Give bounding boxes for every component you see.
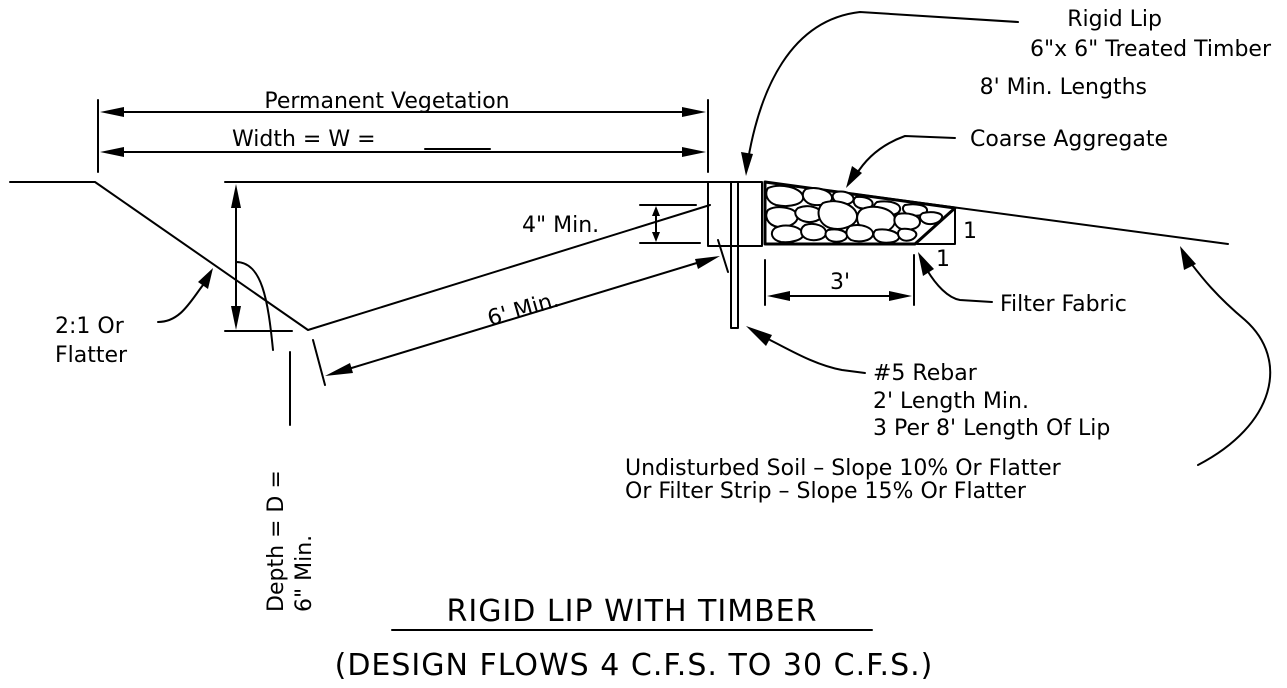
width-label: Width = W = — [232, 127, 376, 152]
depth-label: Depth = D = — [264, 470, 289, 612]
rigid-lip-leader — [747, 11, 1019, 161]
aggregate-leader — [855, 135, 956, 176]
six-foot-dimension — [312, 239, 729, 386]
soil-leader — [1189, 261, 1272, 466]
filter-fabric-leader — [926, 269, 993, 303]
slope-ratio-arrow — [198, 268, 213, 289]
rebar-label-1: #5 Rebar — [873, 361, 978, 386]
filter-fabric-label: Filter Fabric — [1000, 292, 1127, 317]
slope-ratio-label-1: 2:1 Or — [55, 314, 125, 339]
three-foot-label: 3' — [830, 270, 850, 295]
six-foot-label: 6' Min. — [485, 288, 562, 332]
aggregate-arrow — [846, 166, 862, 188]
diagram-subtitle: (DESIGN FLOWS 4 C.F.S. TO 30 C.F.S.) — [335, 648, 934, 683]
rigid-lip-label: Rigid Lip — [1067, 7, 1162, 32]
slope-one-horizontal: 1 — [936, 247, 950, 272]
rigid-lip-length-label: 8' Min. Lengths — [980, 75, 1147, 100]
permanent-vegetation-label: Permanent Vegetation — [264, 89, 509, 114]
aggregate-bed — [763, 180, 957, 246]
rigid-lip-arrow — [741, 152, 753, 176]
slope-marker — [916, 207, 956, 245]
diagram-title: RIGID LIP WITH TIMBER — [447, 594, 818, 629]
depth-dimension — [224, 184, 293, 426]
rebar-label-2: 2' Length Min. — [873, 389, 1029, 414]
timber — [707, 181, 763, 247]
filter-fabric-arrow — [918, 252, 934, 276]
coarse-aggregate-label: Coarse Aggregate — [970, 127, 1168, 152]
soil-label-2: Or Filter Strip – Slope 15% Or Flatter — [625, 479, 1027, 504]
slope-one-vertical: 1 — [963, 219, 977, 244]
slope-ratio-leader — [157, 284, 204, 323]
rebar — [730, 181, 739, 329]
rebar-arrow — [746, 326, 772, 346]
soil-label-1: Undisturbed Soil – Slope 10% Or Flatter — [625, 456, 1062, 481]
slope-ratio-label-2: Flatter — [55, 343, 128, 368]
three-foot-dimension — [764, 254, 915, 306]
rigid-lip-size-label: 6"x 6" Treated Timber — [1030, 37, 1272, 62]
rebar-leader — [769, 339, 866, 374]
depth-min-label: 6" Min. — [292, 535, 317, 612]
four-inch-dimension — [639, 204, 701, 244]
width-dimension — [97, 99, 709, 173]
rebar-label-3: 3 Per 8' Length Of Lip — [873, 416, 1110, 441]
four-inch-label: 4" Min. — [522, 213, 599, 238]
soil-arrow — [1180, 246, 1196, 270]
